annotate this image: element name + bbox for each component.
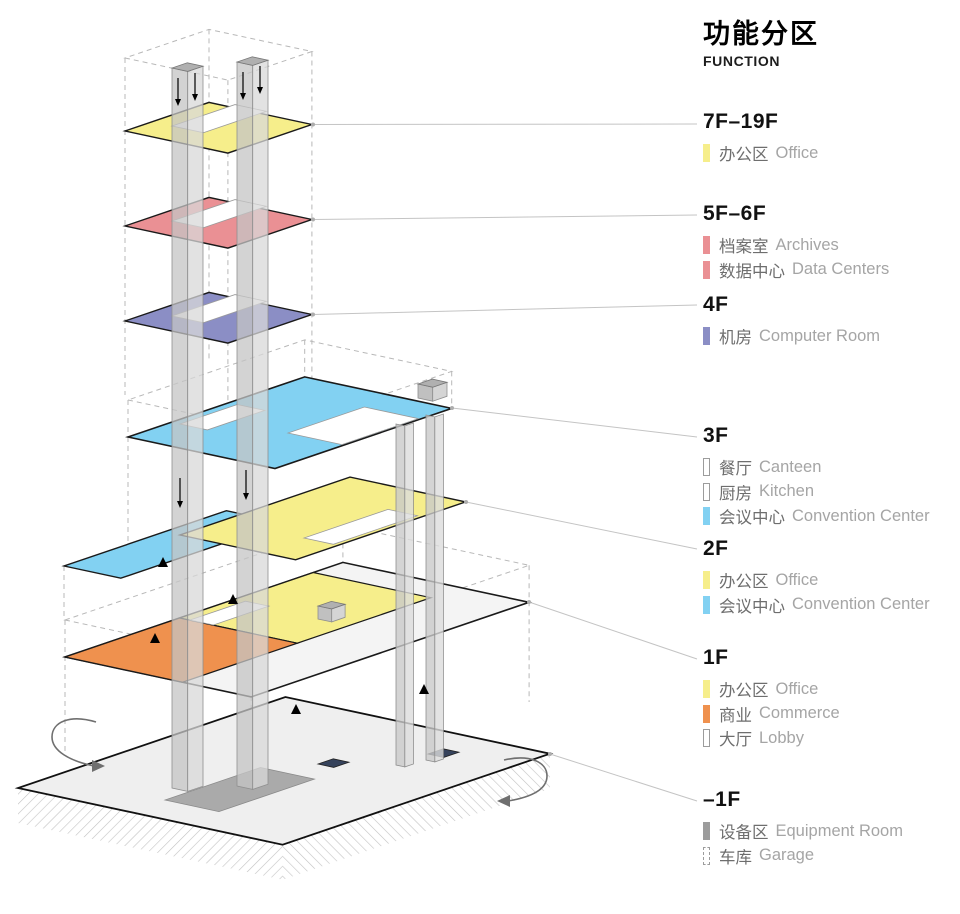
floor-label: 1F [703,646,729,669]
floor-1f [62,561,533,698]
legend-item: 办公区 Office [703,568,930,593]
legend-item: 大厅 Lobby [703,726,840,751]
color-chip [703,236,710,255]
label-en: Garage [759,846,815,865]
legend-item: 档案室 Archives [703,233,889,258]
label-zh: 商业 [719,706,752,725]
structural-columns [395,413,444,768]
circulation-arrows [150,66,429,714]
floor-label: 7F–19F [703,110,779,133]
legend-subtitle: FUNCTION [703,53,781,69]
label-zh: 设备区 [719,824,769,843]
entry-arrow-icon [228,594,238,604]
floor-label: 2F [703,537,729,560]
dashed-chip [703,846,710,865]
floor-label: –1F [703,788,741,811]
label-zh: 办公区 [719,682,769,701]
legend-item: 会议中心 Convention Center [703,504,930,529]
label-en: Lobby [759,728,804,747]
floor-label: 3F [703,424,729,447]
color-chip [703,571,710,590]
label-en: Archives [775,235,839,254]
label-zh: 厨房 [719,484,752,503]
axonometric-svg [14,28,698,880]
color-chip [703,327,710,346]
entry-arrow-icon [158,557,168,567]
rooftop-boxes [316,378,449,623]
arrow-head-icon [497,795,510,807]
legend-item: 设备区 Equipment Room [703,819,903,844]
color-chip [703,595,710,614]
legend-item: 会议中心 Convention Center [703,593,930,618]
ground-hatching [18,753,550,880]
label-en: Office [775,143,819,162]
color-chip [703,260,710,279]
legend-title: 功能分区 [703,19,819,49]
outline-chip [703,458,710,477]
legend-group: 3F 餐厅 Canteen 厨房 Kitchen 会议中心 Convention Cente… [703,424,930,529]
elevator-shafts [170,56,270,792]
label-en: Convention Center [792,506,930,525]
entry-arrow-icon [291,704,301,714]
entry-arrow-icon [150,633,160,643]
legend-group: 4F 机房 Computer Room [703,293,880,349]
legend-item: 办公区 Office [703,677,840,702]
2f-courtyard-hole [302,508,419,545]
legend-item: 商业 Commerce [703,702,840,727]
label-en: Computer Room [759,326,881,345]
label-zh: 会议中心 [719,509,785,528]
legend-item: 餐厅 Canteen [703,455,930,480]
legend-item: 机房 Computer Room [703,324,880,349]
label-en: Kitchen [759,482,815,501]
color-chip [703,507,710,526]
arrow-head-icon [92,760,105,772]
3f-courtyard-hole [286,406,420,446]
legend-item: 车库 Garage [703,844,903,869]
legend-item: 厨房 Kitchen [703,480,930,505]
entry-arrow-icon [419,684,429,694]
label-en: Equipment Room [775,821,903,840]
leader-lines [311,122,698,802]
label-zh: 办公区 [719,573,769,592]
label-en: Canteen [759,457,822,476]
legend-group: 7F–19F 办公区 Office [703,110,818,166]
column-pad [316,758,351,768]
color-chip [703,704,710,723]
label-zh: 机房 [719,329,752,348]
color-chip [703,680,710,699]
label-en: Convention Center [792,595,930,614]
label-zh: 餐厅 [719,460,752,479]
color-chip [703,822,710,841]
label-zh: 数据中心 [719,262,785,281]
floor-label: 5F–6F [703,202,767,225]
shaft-left [170,62,205,792]
label-zh: 会议中心 [719,597,785,616]
label-zh: 大厅 [719,731,752,750]
floor-label: 4F [703,293,729,316]
shaft-right [235,56,270,790]
core-footprint [163,767,316,813]
label-en: Commerce [759,704,840,723]
color-chip [703,144,710,163]
label-zh: 档案室 [719,238,769,257]
label-zh: 车库 [719,848,752,867]
legend-group: 2F 办公区 Office 会议中心 Convention Center [703,537,930,617]
legend-panel: 功能分区 FUNCTION 7F–19F 办公区 Office 5F–6F 档案室 Arc… [700,0,960,914]
legend-group: 5F–6F 档案室 Archives 数据中心 Data Centers [703,202,889,282]
label-en: Office [775,570,819,589]
legend-item: 数据中心 Data Centers [703,258,889,283]
label-en: Data Centers [792,260,890,279]
legend-group: –1F 设备区 Equipment Room 车库 Garage [703,788,903,868]
garage-ramp-arrows [51,718,548,807]
outline-chip [703,482,710,501]
label-en: Office [775,679,819,698]
legend-item: 办公区 Office [703,141,818,166]
building-axonometric [14,28,698,880]
tower-plates [122,101,315,344]
outline-chip [703,729,710,748]
label-zh: 办公区 [719,146,769,165]
legend-group: 1F 办公区 Office 商业 Commerce 大厅 Lobby [703,646,840,751]
